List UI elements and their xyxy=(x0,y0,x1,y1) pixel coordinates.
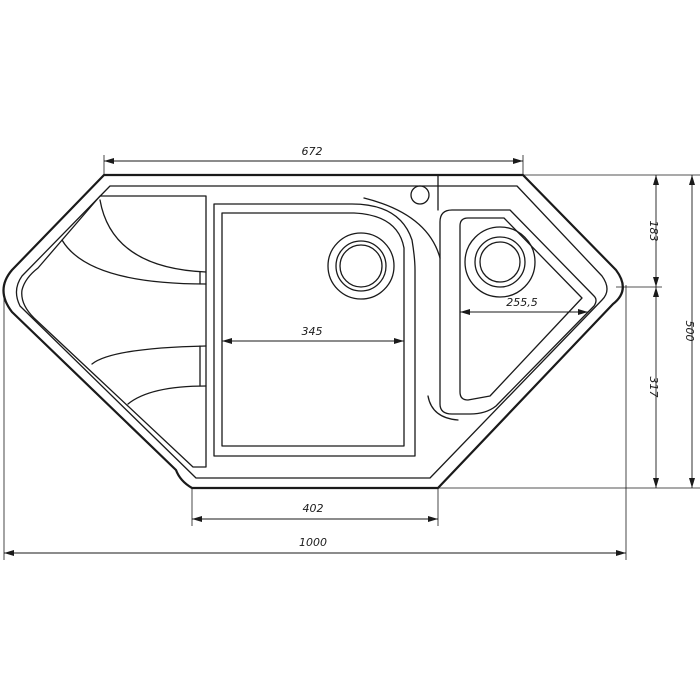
dim-402-arrow-left xyxy=(192,516,202,522)
overflow-channel-arc xyxy=(363,197,441,259)
dim-317-arrow-top xyxy=(653,287,659,297)
dim-183-arrow-top xyxy=(653,175,659,185)
sink-outer-outline xyxy=(2,173,624,490)
dim-345-arrow-right xyxy=(394,338,404,344)
small-bowl-drain-inner xyxy=(479,241,521,283)
dim-1000-arrow-right xyxy=(616,550,626,556)
dim-183-arrow-bottom xyxy=(653,277,659,287)
small-bowl-drain-mid xyxy=(474,236,526,288)
drainboard-groove-2 xyxy=(61,239,207,285)
dim-672-arrow-right xyxy=(513,158,523,164)
main-bowl-drain-outer xyxy=(327,232,395,300)
main-bowl-drain-inner xyxy=(339,244,383,288)
main-bowl-drain-mid xyxy=(335,240,387,292)
drainboard-outline xyxy=(21,195,207,468)
dim-255-arrow-right xyxy=(578,309,588,315)
drainboard-groove-3 xyxy=(91,345,207,365)
dim-345-label: 345 xyxy=(302,325,323,338)
dim-402-label: 402 xyxy=(303,502,324,515)
main-bowl-outer xyxy=(213,203,416,457)
drainboard-groove-4 xyxy=(127,385,207,405)
small-bowl-outer xyxy=(439,209,597,415)
dim-1000-label: 1000 xyxy=(299,536,327,549)
dim-183-label: 183 xyxy=(647,221,660,242)
dim-402-arrow-right xyxy=(428,516,438,522)
dim-255-label: 255,5 xyxy=(506,296,538,309)
faucet-hole xyxy=(410,185,430,205)
dim-255-arrow-left xyxy=(460,309,470,315)
dim-500-label: 500 xyxy=(683,321,696,342)
dim-317-label: 317 xyxy=(647,377,660,398)
dim-345-arrow-left xyxy=(222,338,232,344)
dim-672-label: 672 xyxy=(302,145,323,158)
overflow-channel-lower xyxy=(427,395,459,421)
dim-317-arrow-bottom xyxy=(653,478,659,488)
dim-500-arrow-bottom xyxy=(689,478,695,488)
small-bowl-drain-outer xyxy=(464,226,536,298)
dim-500-arrow-top xyxy=(689,175,695,185)
main-bowl-inner xyxy=(221,212,405,447)
dim-672-arrow-left xyxy=(104,158,114,164)
sink-inner-rim xyxy=(15,185,608,479)
drainboard-groove-1 xyxy=(99,199,207,273)
small-bowl-inner xyxy=(459,217,583,401)
dim-1000-arrow-left xyxy=(4,550,14,556)
